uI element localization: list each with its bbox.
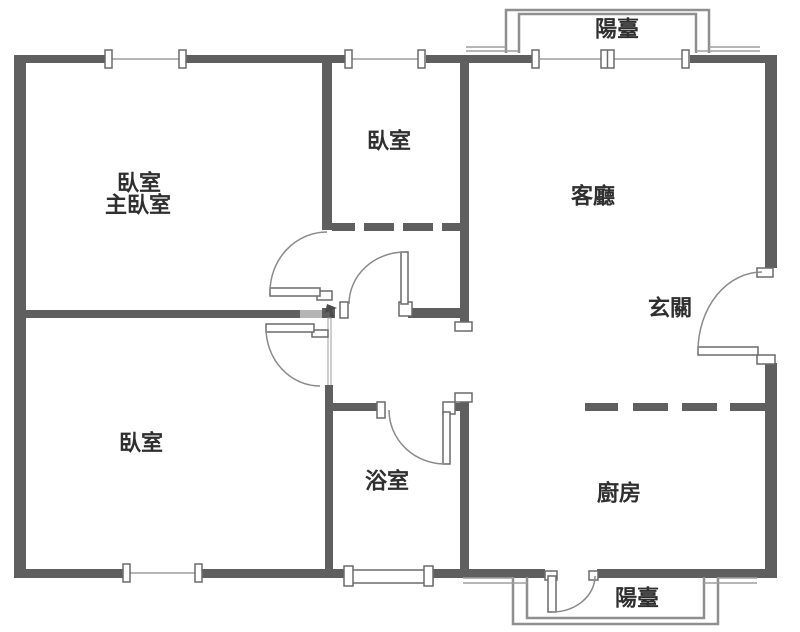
room-label-kitchen: 廚房	[597, 481, 641, 506]
room-label-master-bedroom-line2: 主臥室	[105, 193, 171, 218]
balcony-bottom-railing	[463, 577, 757, 626]
dashed-wall-top-bedroom	[332, 223, 460, 231]
cursor-arrow	[325, 304, 337, 318]
room-label-bedroom-top: 臥室	[367, 129, 411, 154]
door-bathroom	[388, 409, 451, 465]
room-label-master-bedroom-line1: 臥室	[117, 171, 161, 196]
room-label-balcony-bottom: 陽臺	[615, 586, 659, 611]
door-entry	[697, 271, 763, 356]
windows	[104, 49, 690, 587]
interior-walls	[14, 55, 469, 578]
room-label-bedroom-bottom: 臥室	[119, 431, 163, 456]
outer-walls	[14, 55, 777, 578]
room-labels: 臥室 主臥室 臥室 客廳 玄關 廚房 浴室 臥室 陽臺 陽臺	[105, 17, 692, 611]
room-label-entry: 玄關	[648, 296, 692, 321]
room-label-bathroom: 浴室	[365, 469, 409, 494]
room-label-balcony-top: 陽臺	[595, 17, 639, 42]
door-bottom-bedroom	[265, 323, 321, 387]
door-hallway	[348, 251, 409, 305]
room-label-living-room: 客廳	[571, 184, 615, 209]
door-master-bedroom	[269, 231, 328, 297]
door-balcony-bottom	[547, 575, 596, 613]
balcony-top-railing	[466, 8, 760, 53]
dashed-wall-kitchen-entry	[585, 403, 765, 411]
